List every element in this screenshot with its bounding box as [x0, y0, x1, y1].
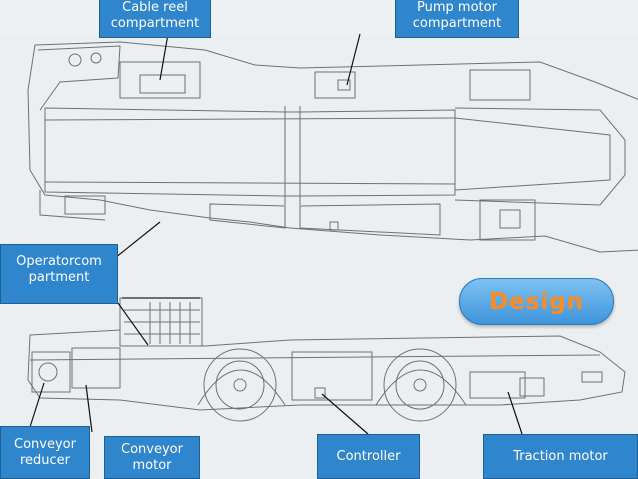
conveyor-reducer-label: Conveyor reducer [0, 426, 90, 479]
controller-label: Controller [317, 434, 420, 479]
traction-motor-label: Traction motor [483, 434, 638, 479]
pump-motor-label-line1: Pump motor [417, 0, 497, 15]
conveyor-reducer-label-line2: reducer [19, 452, 71, 468]
design-badge: Design [459, 278, 614, 325]
operator-label-line2: partment [28, 270, 90, 285]
conveyor-motor-label: Conveyor motor [104, 436, 200, 479]
controller-label-text: Controller [336, 448, 401, 464]
cable-reel-compartment-label: Cable reel compartment [99, 0, 211, 38]
traction-motor-label-text: Traction motor [513, 448, 608, 464]
conveyor-motor-label-line2: motor [132, 457, 172, 473]
design-badge-text: Design [488, 288, 585, 315]
operator-compartment-label: Operatorcom partment [0, 244, 118, 304]
plan-view [27, 41, 638, 253]
side-view [27, 297, 626, 422]
operator-label-line1: Operatorcom [16, 254, 102, 269]
cable-reel-label-line2: compartment [110, 16, 200, 31]
conveyor-motor-label-line1: Conveyor [121, 441, 183, 457]
cable-reel-label-line1: Cable reel [122, 0, 188, 15]
pump-motor-label-line2: compartment [412, 16, 502, 31]
leader-lines [29, 33, 523, 435]
pump-motor-compartment-label: Pump motor compartment [395, 0, 519, 38]
conveyor-reducer-label-line1: Conveyor [14, 436, 76, 452]
